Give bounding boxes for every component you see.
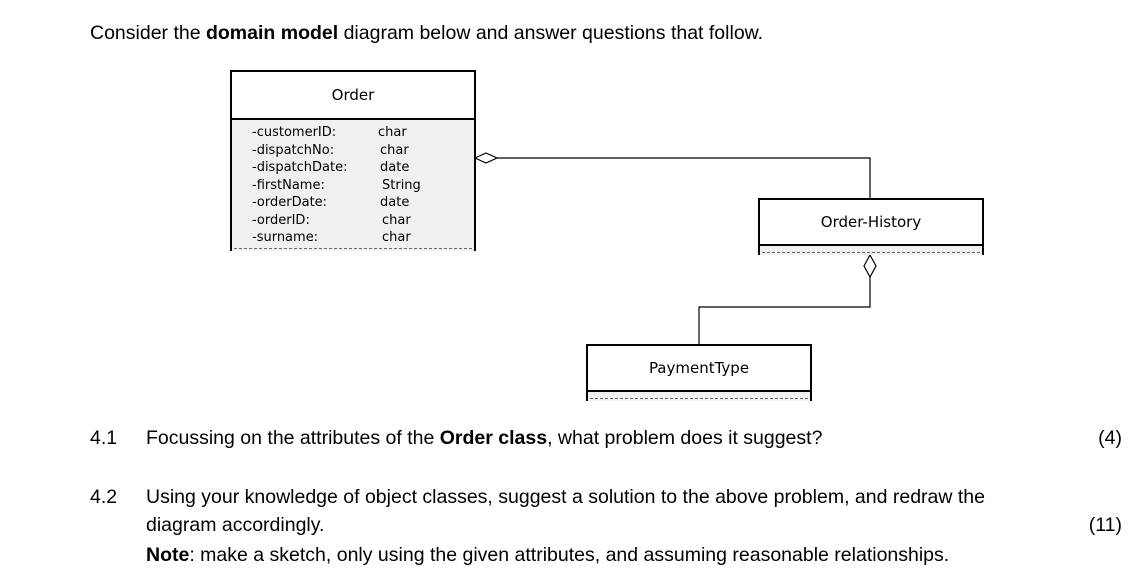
q1-number: 4.1 (90, 427, 118, 449)
order-class-name: Order (232, 72, 474, 120)
intro-bold: domain model (205, 22, 339, 44)
order-attribute-type: char (382, 230, 411, 245)
order-attribute-name: -customerID: (252, 125, 337, 140)
order-attributes: -customerID: char -dispatchNo: char -dispatc… (232, 120, 474, 251)
q2-note-label: Note (146, 544, 190, 566)
order-attribute-type: date (380, 195, 410, 210)
intro-text: Consider the domain model diagram below … (90, 22, 763, 44)
order-to-history-line (497, 157, 871, 198)
q1-marks: (4) (1098, 427, 1122, 449)
order-attribute-type: char (378, 125, 407, 140)
order-history-class: Order-History (758, 198, 984, 255)
order-attribute-name: -firstName: (252, 177, 325, 193)
order-attribute-name: -orderDate: (252, 195, 328, 210)
payment-type-class-name: PaymentType (588, 346, 810, 392)
order-attribute-name: -orderID: (252, 212, 310, 228)
intro-after: diagram below and answer questions that … (338, 22, 764, 44)
aggregation-diamond-order (473, 152, 499, 164)
order-attribute-type: date (380, 160, 410, 175)
order-attribute-name: -dispatchNo: (252, 142, 335, 158)
q1-before: Focussing on the attributes of the (146, 427, 440, 449)
payment-type-class: PaymentType (586, 344, 812, 401)
order-attribute-type: char (382, 212, 411, 228)
order-history-attributes (760, 246, 982, 255)
intro-before: Consider the (90, 22, 206, 44)
q2-line2: diagram accordingly. (146, 514, 325, 536)
order-attribute-name: -dispatchDate: (252, 160, 348, 175)
payment-type-attributes (588, 392, 810, 401)
q1-text: Focussing on the attributes of the Order… (146, 427, 822, 449)
order-class: Order -customerID: char -dispatchNo: char -d… (230, 70, 476, 251)
q2-line1: Using your knowledge of object classes, … (146, 486, 985, 508)
order-history-class-name: Order-History (760, 200, 982, 246)
order-attribute-type: char (380, 142, 409, 158)
q2-number: 4.2 (90, 486, 118, 508)
aggregation-diamond-history (863, 253, 877, 279)
q2-note: Note: make a sketch, only using the give… (146, 544, 949, 566)
q1-bold: Order class (439, 427, 548, 449)
q2-marks: (11) (1088, 514, 1122, 536)
history-to-payment-line (698, 277, 871, 344)
q1-after: , what problem does it suggest? (547, 427, 823, 449)
order-attribute-name: -surname: (252, 230, 319, 245)
q2-note-text: : make a sketch, only using the given at… (189, 544, 950, 566)
order-attribute-type: String (382, 177, 421, 193)
